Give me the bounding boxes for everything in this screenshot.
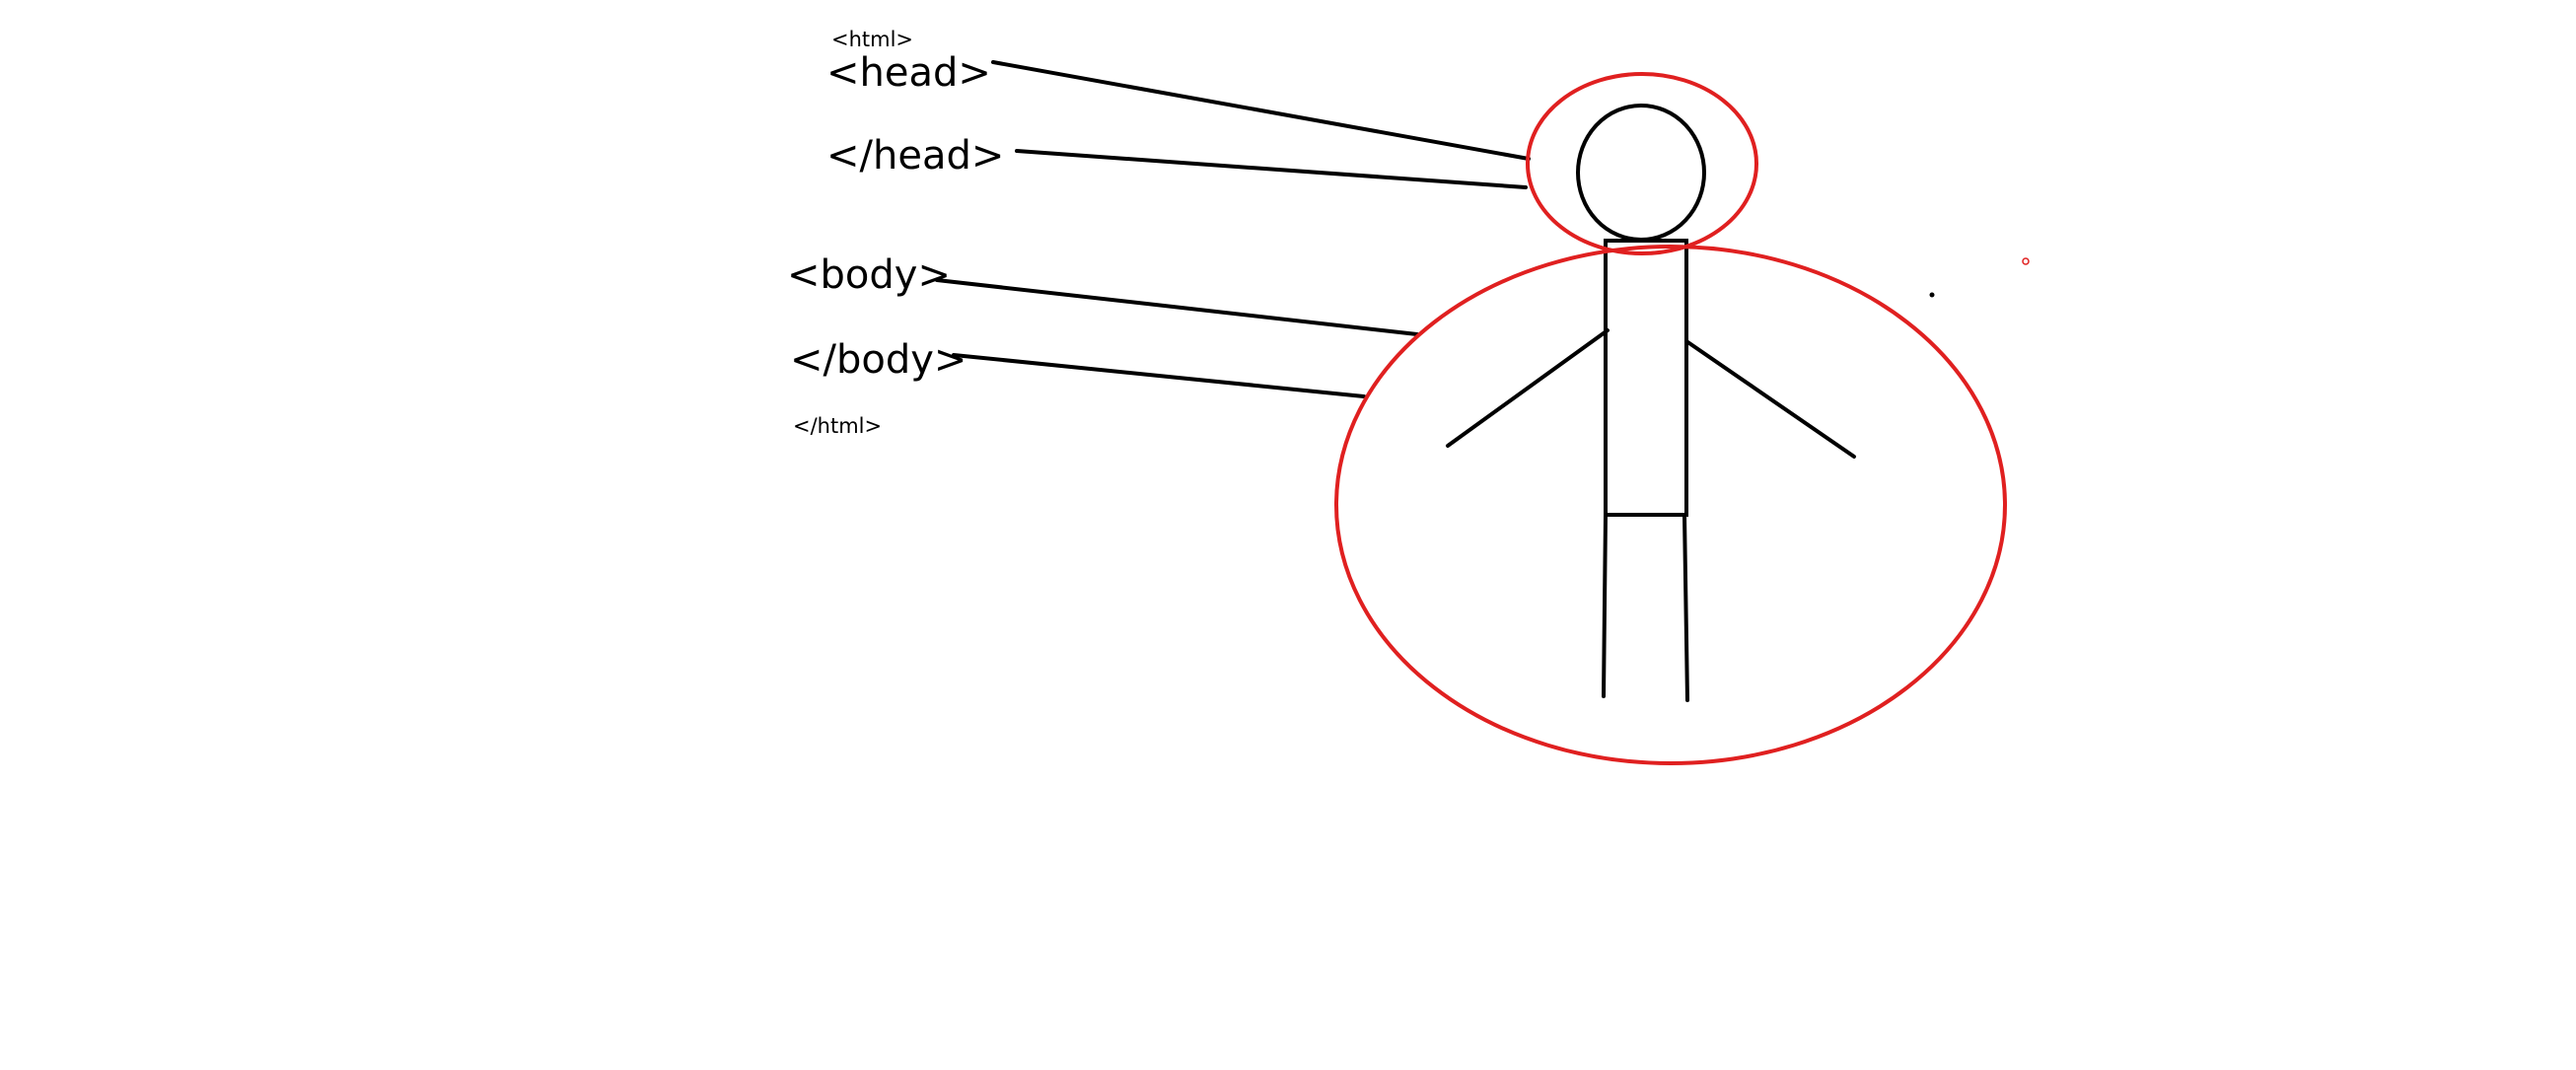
figure-right-leg — [1682, 513, 1689, 702]
html-open-tag-label: <html> — [831, 28, 914, 51]
body-close-tag-label: </body> — [790, 337, 967, 383]
figure-left-arm — [1446, 328, 1610, 448]
figure-left-leg — [1602, 513, 1608, 698]
figure-right-arm — [1684, 339, 1856, 459]
figure-head — [1576, 104, 1706, 242]
body-open-connector — [935, 278, 1419, 336]
body-highlight-ellipse — [1334, 245, 2007, 765]
stray-black-dot — [1929, 292, 1935, 298]
stray-red-dot — [2022, 257, 2030, 265]
head-close-tag-label: </head> — [826, 133, 1005, 178]
html-close-tag-label: </html> — [793, 414, 883, 438]
head-close-connector — [1015, 149, 1528, 189]
body-close-connector — [952, 353, 1366, 398]
head-highlight-ellipse — [1526, 72, 1758, 255]
body-open-tag-label: <body> — [787, 252, 951, 298]
head-open-tag-label: <head> — [826, 50, 991, 96]
head-open-connector — [991, 60, 1531, 161]
figure-torso — [1604, 239, 1688, 517]
